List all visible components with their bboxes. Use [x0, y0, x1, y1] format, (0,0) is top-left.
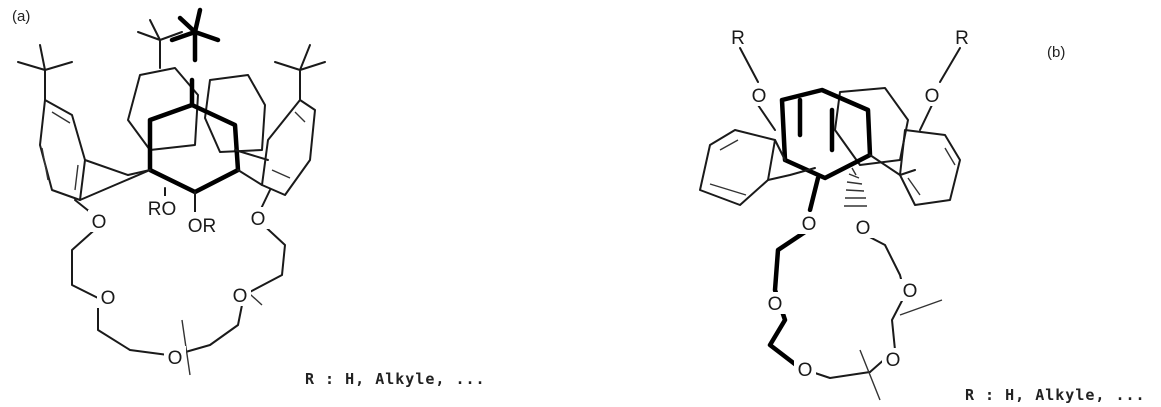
aromatic-ring-back-right — [169, 7, 266, 153]
atom-label: O — [903, 281, 918, 302]
alkoxy-groups — [739, 47, 961, 131]
panel-label-a: (a) — [12, 8, 31, 25]
atom-label: O — [798, 360, 813, 381]
stereo-bonds — [807, 167, 867, 213]
atom-label: O — [168, 348, 183, 369]
structure-panel-a: (a) — [0, 0, 560, 407]
structure-panel-b: (b) — [560, 0, 1161, 407]
methylene-bridges — [79, 149, 269, 201]
atom-label: O — [886, 350, 901, 371]
atom-label: O — [233, 286, 248, 307]
atom-label: O — [925, 86, 940, 107]
aromatic-ring-front — [147, 77, 241, 195]
r-group-legend-b: R : H, Alkyle, ... — [965, 386, 1146, 404]
aromatic-ring-back — [834, 87, 909, 166]
atom-label: O — [752, 86, 767, 107]
atom-label: O — [802, 214, 817, 235]
aromatic-ring-front — [779, 87, 873, 181]
r-group-legend-a: R : H, Alkyle, ... — [305, 370, 486, 388]
aromatic-ring-right — [899, 129, 961, 206]
panel-label-b: (b) — [1047, 44, 1066, 61]
atom-label: O — [768, 294, 783, 315]
atom-label: R — [731, 28, 745, 49]
calixcrown-structure-a: O O RO OR O O O — [17, 7, 326, 376]
atom-label: RO — [148, 199, 177, 220]
methylene-bridges — [767, 139, 916, 181]
atom-label: O — [92, 212, 107, 233]
aromatic-ring-right — [261, 44, 326, 196]
atom-label: O — [856, 218, 871, 239]
atom-label: R — [955, 28, 969, 49]
aromatic-ring-left — [699, 129, 776, 206]
tert-butyl-left — [17, 44, 73, 101]
aromatic-ring-back-left — [127, 19, 199, 151]
calixcrown-structure-b: R R O O O O O O O O — [699, 28, 969, 401]
atom-label: O — [251, 209, 266, 230]
aromatic-ring-left — [39, 99, 86, 201]
atom-label: O — [101, 288, 116, 309]
atom-label: OR — [188, 216, 217, 237]
